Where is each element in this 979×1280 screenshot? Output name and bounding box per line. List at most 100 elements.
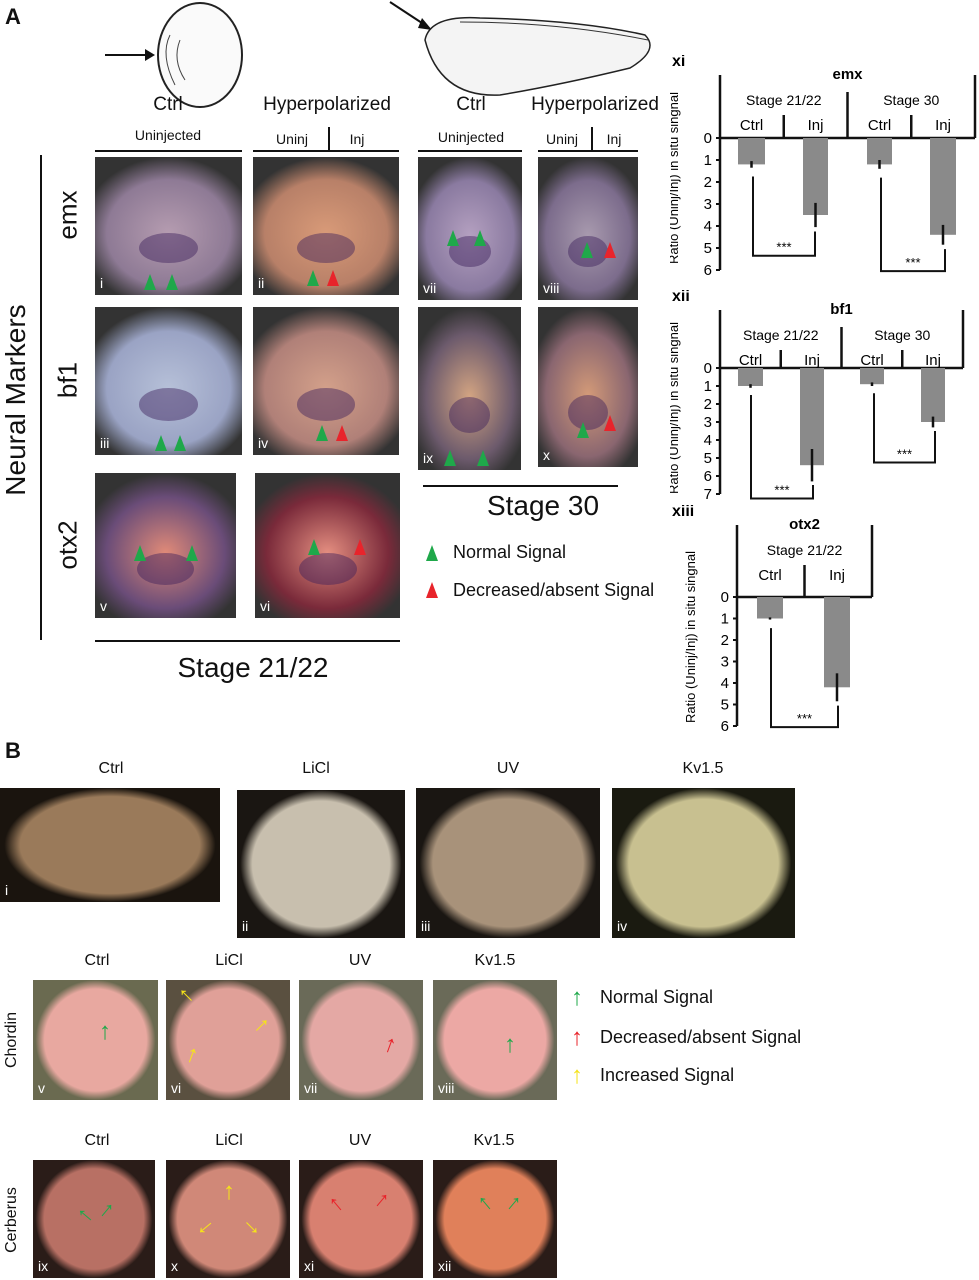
y-tick-label: 3: [704, 196, 712, 213]
y-tick-label: 5: [704, 450, 712, 467]
y-axis-label: Ratio (Uninj/Inj) in situ singnal: [670, 322, 681, 494]
embryo-image: viii: [433, 980, 557, 1100]
embryo-image: x: [166, 1160, 290, 1278]
red-triangle-icon: [426, 582, 438, 598]
bar: [860, 368, 884, 385]
significance-stars: ***: [776, 240, 791, 255]
y-axis-label: Ratio (Uninj/Inj) in situ singnal: [683, 551, 698, 723]
green-triangle-icon: [307, 270, 319, 286]
panel-label: xii: [672, 290, 690, 305]
row-title-chordin: Chordin: [3, 1011, 20, 1069]
image-number: ii: [258, 275, 265, 291]
panel-label: xiii: [672, 505, 694, 520]
green-triangle-icon: [308, 539, 320, 555]
embryo-schematics: [105, 1, 651, 108]
y-tick-label: 2: [704, 174, 712, 191]
early-embryo-drawing: [157, 2, 243, 108]
y-tick-label: 3: [721, 654, 729, 671]
embryo-image: iv: [612, 788, 795, 938]
y-tick-label: 6: [721, 718, 729, 735]
in-situ-image: i: [95, 157, 242, 295]
image-number: viii: [543, 280, 560, 296]
embryo-image: i: [0, 788, 220, 902]
divider: [538, 150, 638, 152]
y-tick-label: 1: [704, 152, 712, 169]
y-axis-label: Ratio (Uninj/Inj) in situ singnal: [670, 92, 681, 264]
col-header-hyperpolarized-st30: Hyperpolarized: [531, 94, 659, 115]
sub-header-inj: Inj: [349, 131, 365, 147]
image-number: iii: [100, 435, 110, 451]
group-label: Stage 30: [883, 92, 939, 108]
image-number: v: [38, 1080, 45, 1096]
panel-label: xi: [672, 55, 685, 70]
signal-arrow-icon: ↑: [504, 1031, 516, 1058]
bar: [921, 368, 945, 422]
red-triangle-icon: [327, 270, 339, 286]
condition-label: Kv1.5: [473, 1132, 515, 1149]
bar: [757, 597, 783, 619]
divider: [253, 150, 399, 152]
row-group-label: Neural Markers: [0, 304, 31, 496]
signal-arrow-icon: ↑: [223, 1178, 235, 1205]
image-number: viii: [438, 1080, 455, 1096]
y-tick-label: 5: [721, 697, 729, 714]
image-number: i: [5, 882, 9, 898]
embryo-image: v: [33, 980, 158, 1100]
significance-bracket: [750, 395, 814, 500]
red-arrow-icon: ↑: [571, 1024, 583, 1051]
legend-b-decreased: Decreased/absent Signal: [600, 1027, 802, 1047]
green-triangle-icon: [444, 450, 456, 466]
yellow-arrow-icon: ↑: [571, 1062, 583, 1089]
embryo-image: ii: [237, 790, 405, 938]
chart-title: otx2: [789, 516, 820, 533]
divider: [423, 485, 618, 487]
condition-label: Kv1.5: [682, 760, 724, 777]
green-arrow-icon: ↑: [571, 984, 583, 1011]
sub-header-uninj-st30: Uninj: [546, 131, 578, 147]
embryo-image: iii: [416, 788, 600, 938]
embryo-image: vi: [166, 980, 290, 1100]
category-label: Ctrl: [740, 117, 763, 134]
category-label: Inj: [804, 352, 820, 369]
in-situ-image: ix: [418, 307, 521, 470]
group-label: Stage 21/22: [743, 327, 819, 343]
significance-stars: ***: [897, 447, 912, 462]
y-tick-label: 6: [704, 262, 712, 279]
group-label: Stage 21/22: [767, 542, 843, 558]
embryo-image: ix: [33, 1160, 155, 1278]
category-label: Ctrl: [758, 567, 781, 584]
y-tick-label: 2: [721, 632, 729, 649]
y-tick-label: 1: [704, 378, 712, 395]
red-triangle-icon: [354, 539, 366, 555]
image-number: iv: [258, 435, 269, 451]
group-label: Stage 21/22: [746, 92, 822, 108]
y-tick-label: 2: [704, 396, 712, 413]
chart-title: emx: [832, 66, 863, 83]
image-number: vi: [260, 598, 271, 614]
in-situ-image: vi: [255, 473, 400, 618]
condition-label: UV: [348, 952, 372, 969]
image-number: ii: [242, 918, 249, 934]
divider: [95, 640, 400, 642]
stain-region: [448, 396, 491, 433]
green-triangle-icon: [477, 450, 489, 466]
image-number: ix: [423, 450, 434, 466]
stage-30-label: Stage 30: [486, 490, 600, 521]
panel-b-label: B: [5, 738, 21, 763]
green-triangle-icon: [155, 435, 167, 451]
in-situ-image: iii: [95, 307, 242, 455]
y-tick-label: 0: [704, 130, 712, 147]
chart-title: bf1: [830, 301, 853, 318]
image-number: x: [543, 447, 550, 463]
divider: [95, 150, 242, 152]
image-number: xi: [304, 1258, 315, 1274]
in-situ-image: vii: [418, 157, 522, 300]
condition-label: Ctrl: [98, 760, 124, 777]
green-triangle-icon: [166, 274, 178, 290]
stain-region: [298, 552, 357, 585]
y-tick-label: 0: [704, 360, 712, 377]
